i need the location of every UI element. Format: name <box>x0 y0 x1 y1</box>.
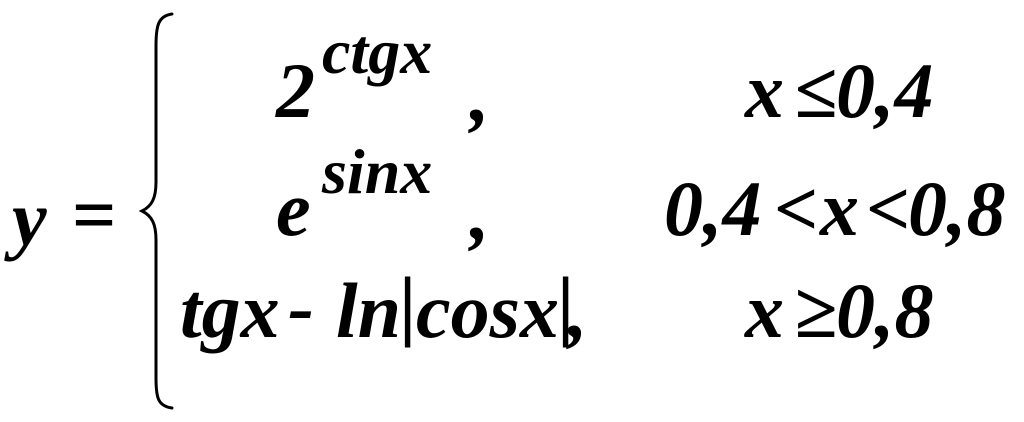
lhs-variable: y <box>12 175 47 262</box>
case3-abs-bar-left: | <box>399 261 417 348</box>
case1-cond-variable: x <box>745 47 784 134</box>
case3-minus: - <box>288 263 314 350</box>
case2-cond-variable: x <box>820 165 859 252</box>
case3-arg-cosx: cosx <box>416 267 559 354</box>
case3-separator: , <box>568 267 588 354</box>
case2-cond-lower: 0,4 <box>664 165 762 252</box>
case2-cond-relation-1: < <box>774 165 819 252</box>
case3-term-tgx: tgx <box>180 267 280 354</box>
case2-exponent: sinx <box>322 136 433 207</box>
case1-exponent: ctgx <box>322 16 433 87</box>
case3-abs-bar-right: | <box>557 261 575 348</box>
case1-cond-relation: ≤ <box>794 47 837 134</box>
case3-func-ln: ln <box>336 267 402 354</box>
case3-cond-value: 0,8 <box>836 267 934 354</box>
lhs-equals-sign: = <box>72 171 117 258</box>
case3-cond-relation: ≥ <box>794 267 837 354</box>
case2-cond-upper: 0,8 <box>908 165 1006 252</box>
case1-separator: , <box>470 51 490 138</box>
case2-cond-relation-2: < <box>866 165 911 252</box>
case3-cond-variable: x <box>745 267 784 354</box>
case1-cond-value: 0,4 <box>836 47 934 134</box>
case2-separator: , <box>470 169 490 256</box>
case2-base: e <box>276 165 311 252</box>
case1-base: 2 <box>276 47 315 134</box>
